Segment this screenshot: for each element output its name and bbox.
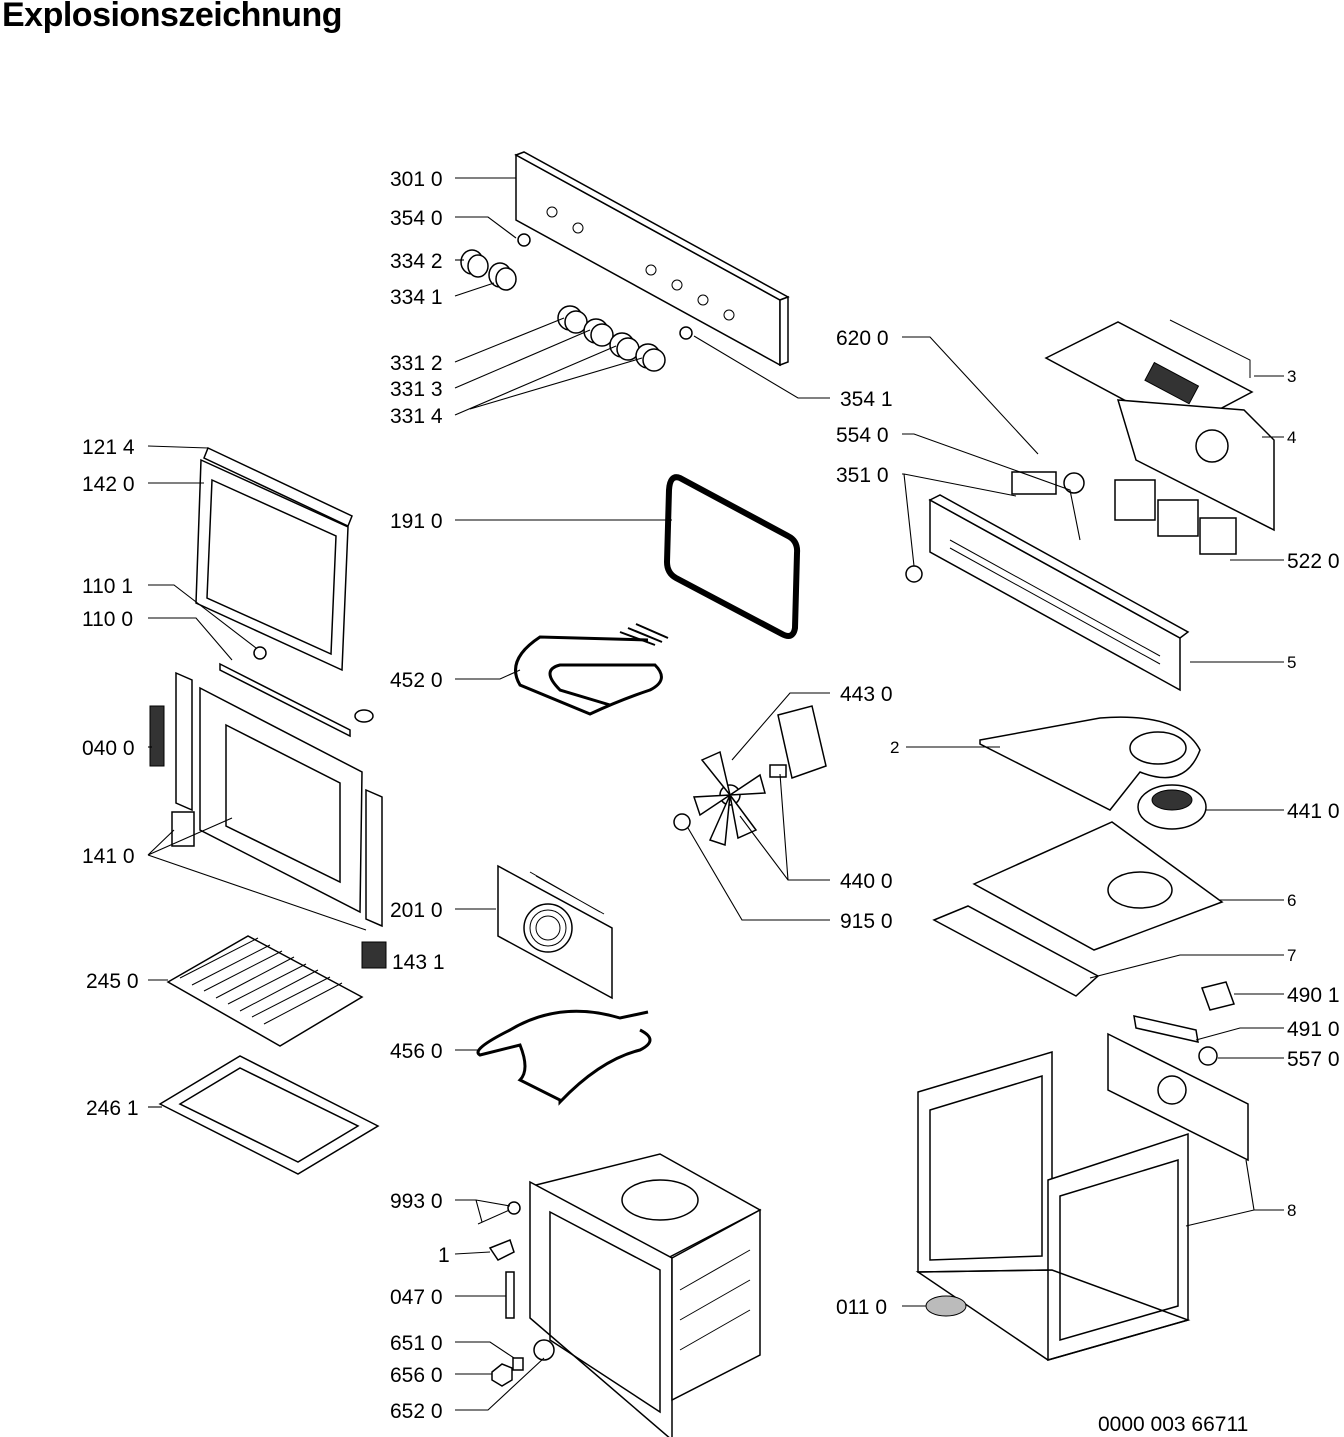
label-143-1: 143 1 bbox=[392, 951, 445, 974]
label-334-2: 334 2 bbox=[390, 250, 443, 273]
label-331-2: 331 2 bbox=[390, 352, 443, 375]
label-5: 5 bbox=[1287, 653, 1296, 672]
grill-element-drawing bbox=[514, 623, 669, 716]
label-1: 1 bbox=[438, 1244, 450, 1267]
label-142-0: 142 0 bbox=[82, 473, 135, 496]
label-301-0: 301 0 bbox=[390, 168, 443, 191]
door-seal-drawing bbox=[663, 474, 801, 639]
label-656-0: 656 0 bbox=[390, 1364, 443, 1387]
circular-element-drawing bbox=[476, 1009, 652, 1106]
label-522-0: 522 0 bbox=[1287, 550, 1340, 573]
shelf-drawings bbox=[158, 935, 380, 1175]
electronics-drawing bbox=[1107, 981, 1249, 1162]
label-110-0: 110 0 bbox=[82, 608, 133, 631]
fan-assembly-drawing bbox=[673, 705, 827, 847]
control-panel-drawing bbox=[514, 151, 790, 367]
cover-plates-drawing bbox=[932, 716, 1224, 997]
label-110-1: 110 1 bbox=[82, 575, 133, 598]
inner-door-drawing bbox=[149, 671, 387, 969]
label-915-0: 915 0 bbox=[840, 910, 893, 933]
label-491-0: 491 0 bbox=[1287, 1018, 1340, 1041]
label-191-0: 191 0 bbox=[390, 510, 443, 533]
label-8: 8 bbox=[1287, 1201, 1296, 1220]
label-3: 3 bbox=[1287, 367, 1296, 386]
label-651-0: 651 0 bbox=[390, 1332, 443, 1355]
page-title: Explosionszeichnung bbox=[2, 0, 342, 34]
label-620-0: 620 0 bbox=[836, 327, 889, 350]
label-331-3: 331 3 bbox=[390, 378, 443, 401]
label-452-0: 452 0 bbox=[390, 669, 443, 692]
label-557-0: 557 0 bbox=[1287, 1048, 1340, 1071]
rear-panel-drawing bbox=[928, 494, 1190, 692]
knob-drawings bbox=[460, 233, 693, 372]
label-201-0: 201 0 bbox=[390, 899, 443, 922]
label-993-0: 993 0 bbox=[390, 1190, 443, 1213]
oven-cavity-drawing bbox=[529, 1153, 762, 1437]
label-047-0: 047 0 bbox=[390, 1286, 443, 1309]
label-141-0: 141 0 bbox=[82, 845, 135, 868]
label-7: 7 bbox=[1287, 946, 1296, 965]
label-331-4: 331 4 bbox=[390, 405, 443, 428]
label-2: 2 bbox=[890, 738, 899, 757]
label-354-1: 354 1 bbox=[840, 388, 893, 411]
label-652-0: 652 0 bbox=[390, 1400, 443, 1423]
label-245-0: 245 0 bbox=[86, 970, 139, 993]
label-040-0: 040 0 bbox=[82, 737, 135, 760]
label-334-1: 334 1 bbox=[390, 286, 443, 309]
label-011-0: 011 0 bbox=[836, 1296, 887, 1319]
label-4: 4 bbox=[1287, 428, 1296, 447]
door-glass-drawing bbox=[195, 446, 374, 738]
small-parts-drawing bbox=[477, 1201, 555, 1387]
label-246-1: 246 1 bbox=[86, 1097, 139, 1120]
label-443-0: 443 0 bbox=[840, 683, 893, 706]
label-6: 6 bbox=[1287, 891, 1296, 910]
label-440-0: 440 0 bbox=[840, 870, 893, 893]
label-490-1: 490 1 bbox=[1287, 984, 1340, 1007]
label-354-0: 354 0 bbox=[390, 207, 443, 230]
label-554-0: 554 0 bbox=[836, 424, 889, 447]
label-351-0: 351 0 bbox=[836, 464, 889, 487]
fan-cover-drawing bbox=[497, 864, 613, 1000]
leader-lines bbox=[147, 177, 1284, 1411]
label-456-0: 456 0 bbox=[390, 1040, 443, 1063]
label-441-0: 441 0 bbox=[1287, 800, 1340, 823]
label-121-4: 121 4 bbox=[82, 436, 135, 459]
drawing-code: 0000 003 66711 bbox=[1098, 1413, 1249, 1436]
part-labels: 301 0 354 0 334 2 334 1 331 2 331 3 331 … bbox=[82, 168, 1340, 1423]
housing-drawing bbox=[915, 1050, 1191, 1361]
